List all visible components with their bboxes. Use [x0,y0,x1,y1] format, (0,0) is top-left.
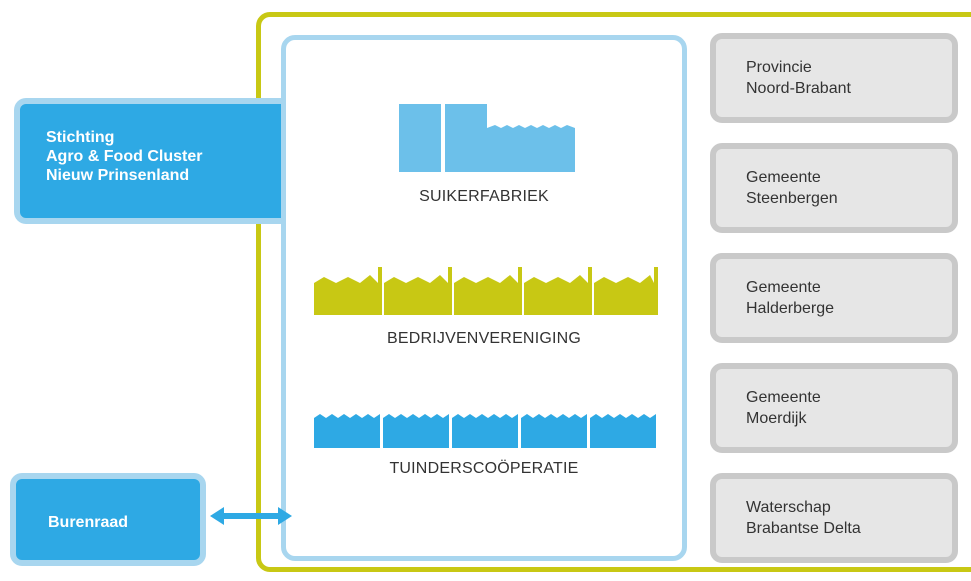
steenbergen-line-2: Steenbergen [746,190,838,207]
halderberge-line-2: Halderberge [746,300,835,317]
double-arrow-icon [210,507,292,525]
bedrijvenvereniging-label: BEDRIJVENVERENIGING [386,330,582,347]
burenraad-label: Burenraad [48,514,129,531]
halderberge-line-1: Gemeente [746,279,821,296]
grey-box-waterschap: Waterschap Brabantse Delta [710,473,958,563]
waterschap-line-1: Waterschap [746,499,831,516]
suikerfabriek-label: SUIKERFABRIEK [419,188,549,205]
industrial-buildings-icon [314,267,658,315]
provincie-line-2: Noord-Brabant [746,80,851,97]
greenhouses-icon [314,414,656,448]
grey-box-moerdijk: Gemeente Moerdijk [710,363,958,453]
sugar-factory-icon [399,104,575,172]
grey-box-halderberge: Gemeente Halderberge [710,253,958,343]
moerdijk-line-2: Moerdijk [746,410,807,427]
tuinderscooperatie-label: TUINDERSCOÖPERATIE [389,460,579,477]
stichting-box: Stichting Agro & Food Cluster Nieuw Prin… [14,98,292,224]
stichting-line-3: Nieuw Prinsenland [46,167,190,184]
waterschap-line-2: Brabantse Delta [746,520,861,537]
provincie-line-1: Provincie [746,59,812,76]
steenbergen-line-1: Gemeente [746,169,821,186]
grey-box-provincie: Provincie Noord-Brabant [710,33,958,123]
cluster-frame [256,12,971,572]
moerdijk-line-1: Gemeente [746,389,821,406]
grey-box-steenbergen: Gemeente Steenbergen [710,143,958,233]
stichting-line-1: Stichting [46,129,115,146]
stichting-line-2: Agro & Food Cluster [46,148,203,165]
burenraad-box: Burenraad [10,473,206,566]
